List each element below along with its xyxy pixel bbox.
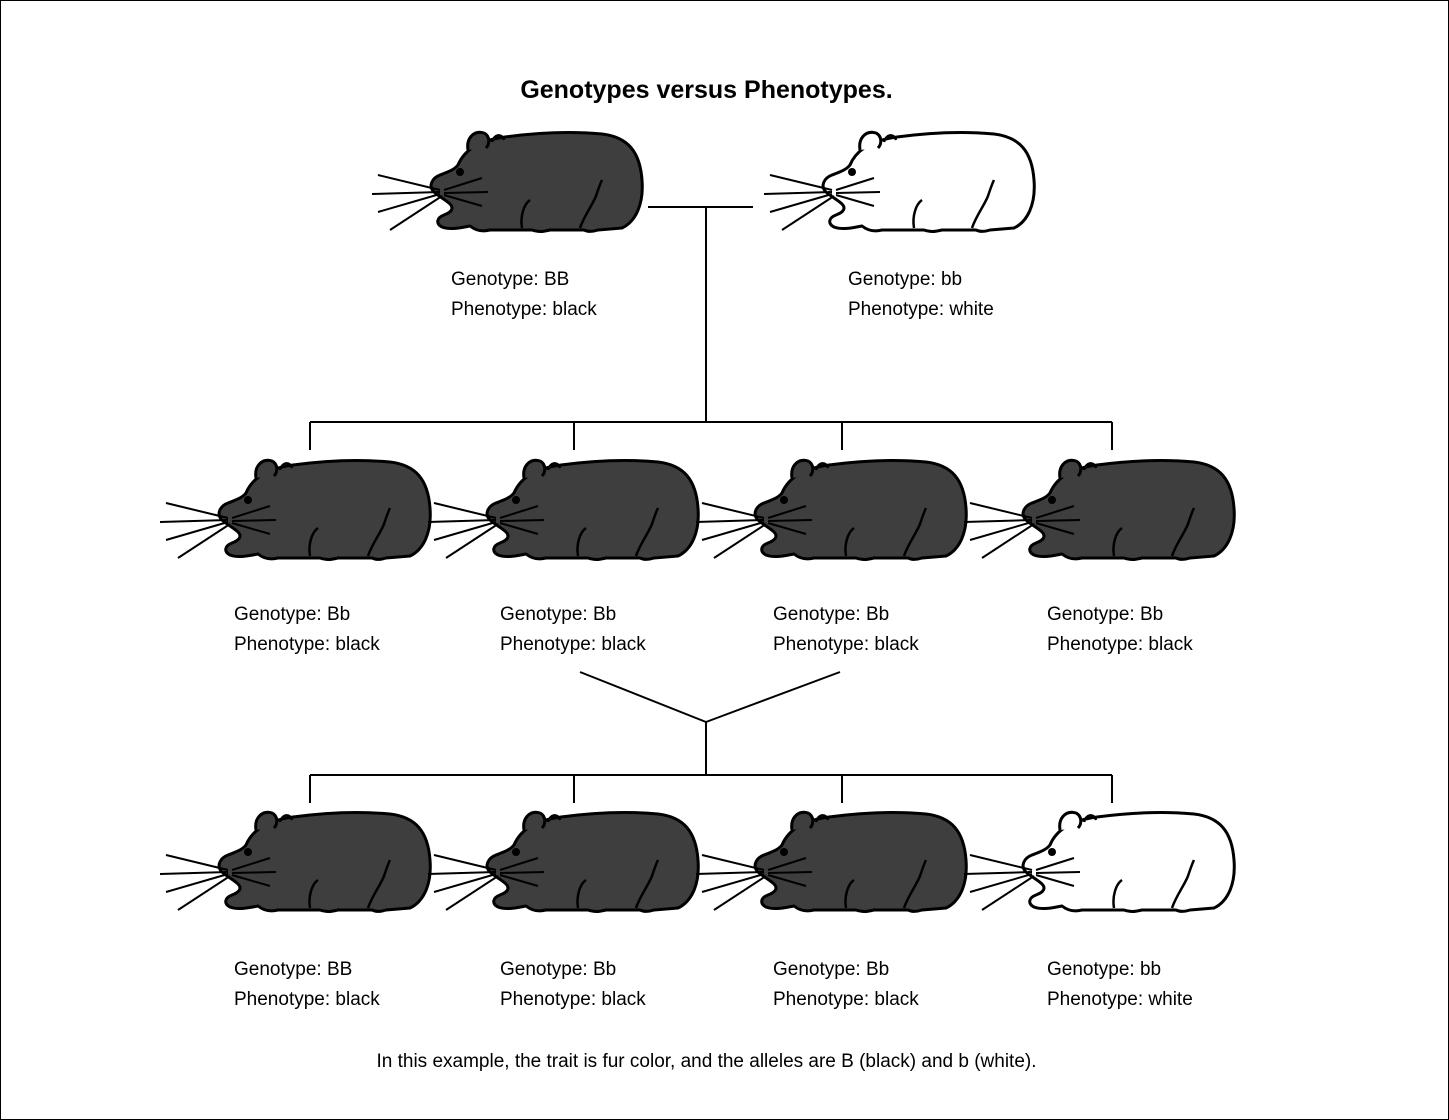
guinea-pig-icon [370, 120, 660, 250]
genotype-label: Genotype: BB [451, 265, 597, 295]
f1-label-4: Genotype: Bb Phenotype: black [1047, 600, 1193, 660]
genotype-label: Genotype: Bb [773, 600, 919, 630]
guinea-pig-icon [426, 800, 716, 930]
f2-label-4: Genotype: bb Phenotype: white [1047, 955, 1193, 1015]
f2-label-1: Genotype: BB Phenotype: black [234, 955, 380, 1015]
genotype-label: Genotype: Bb [1047, 600, 1193, 630]
f2-label-3: Genotype: Bb Phenotype: black [773, 955, 919, 1015]
phenotype-label: Phenotype: black [1047, 630, 1193, 660]
parent-1-label: Genotype: BB Phenotype: black [451, 265, 597, 325]
phenotype-label: Phenotype: black [773, 985, 919, 1015]
genotype-label: Genotype: bb [1047, 955, 1193, 985]
f1-cross-line-left [580, 672, 706, 722]
genotype-label: Genotype: bb [848, 265, 994, 295]
f1-cross-line-right [706, 672, 840, 722]
phenotype-label: Phenotype: black [500, 630, 646, 660]
phenotype-label: Phenotype: black [234, 630, 380, 660]
phenotype-label: Phenotype: black [773, 630, 919, 660]
genotype-label: Genotype: Bb [500, 600, 646, 630]
guinea-pig-icon [962, 800, 1252, 930]
f1-label-2: Genotype: Bb Phenotype: black [500, 600, 646, 660]
genotype-label: Genotype: BB [234, 955, 380, 985]
phenotype-label: Phenotype: black [234, 985, 380, 1015]
guinea-pig-icon [694, 448, 984, 578]
phenotype-label: Phenotype: black [451, 295, 597, 325]
f1-label-1: Genotype: Bb Phenotype: black [234, 600, 380, 660]
guinea-pig-icon [158, 800, 448, 930]
guinea-pig-icon [426, 448, 716, 578]
guinea-pig-icon [694, 800, 984, 930]
f1-label-3: Genotype: Bb Phenotype: black [773, 600, 919, 660]
parent-2-label: Genotype: bb Phenotype: white [848, 265, 994, 325]
phenotype-label: Phenotype: white [1047, 985, 1193, 1015]
f2-label-2: Genotype: Bb Phenotype: black [500, 955, 646, 1015]
genotype-label: Genotype: Bb [773, 955, 919, 985]
diagram-caption: In this example, the trait is fur color,… [0, 1051, 1413, 1073]
genotype-label: Genotype: Bb [500, 955, 646, 985]
guinea-pig-icon [762, 120, 1052, 250]
guinea-pig-icon [962, 448, 1252, 578]
phenotype-label: Phenotype: black [500, 985, 646, 1015]
phenotype-label: Phenotype: white [848, 295, 994, 325]
genotype-label: Genotype: Bb [234, 600, 380, 630]
guinea-pig-icon [158, 448, 448, 578]
